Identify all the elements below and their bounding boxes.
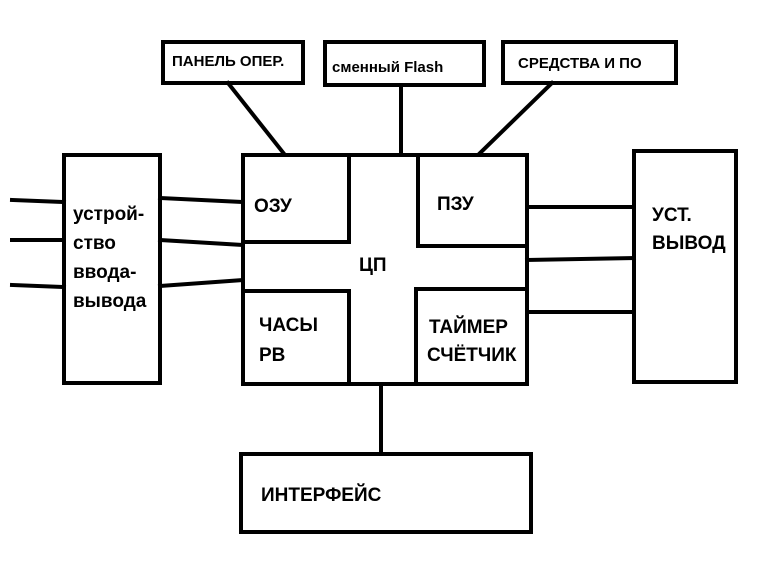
output-device-label-line-1: УСТ. — [652, 205, 692, 226]
removable-flash-box — [323, 40, 486, 87]
rtc-box — [241, 289, 351, 386]
cpu-to-output-line-2 — [524, 255, 637, 263]
timer-counter-label-line-2: СЧЁТЧИК — [427, 345, 517, 366]
io-to-cpu-line-1 — [157, 237, 246, 248]
operator-panel-box — [161, 40, 305, 85]
io-to-ram-line — [157, 195, 246, 205]
rom-box — [416, 153, 529, 248]
io-device-label-line-2: ство — [73, 233, 116, 254]
io-external-line-3 — [9, 282, 67, 290]
output-device-label-line-2: ВЫВОД — [652, 233, 726, 254]
cpu-label: ЦП — [359, 255, 387, 276]
tools-and-software-label: СРЕДСТВА И ПО — [518, 55, 642, 72]
io-external-line-1 — [9, 197, 67, 205]
interface-label: ИНТЕРФЕЙС — [261, 484, 382, 506]
rtc-label-line-2: РВ — [259, 345, 285, 366]
output-device-box — [632, 149, 738, 384]
rom-label: ПЗУ — [437, 194, 474, 215]
removable-flash-label: сменный Flash — [332, 59, 443, 76]
panel-to-cpu-line — [225, 80, 288, 158]
io-device-label-line-1: устрой- — [73, 204, 144, 225]
operator-panel-label: ПАНЕЛЬ ОПЕР. — [172, 53, 284, 70]
rtc-label-line-1: ЧАСЫ — [259, 315, 318, 336]
tools-to-cpu-line — [475, 80, 555, 158]
interface-box — [239, 452, 533, 534]
timer-counter-box — [414, 287, 529, 386]
io-device-box — [62, 153, 162, 385]
io-device-label-line-4: вывода — [73, 291, 147, 312]
ram-box — [241, 153, 351, 244]
ram-label: ОЗУ — [254, 196, 292, 217]
timer-counter-label-line-1: ТАЙМЕР — [429, 316, 508, 338]
tools-and-software-box — [501, 40, 678, 85]
io-device-label-line-3: ввода- — [73, 262, 136, 283]
io-to-cpu-line-2 — [157, 277, 246, 289]
